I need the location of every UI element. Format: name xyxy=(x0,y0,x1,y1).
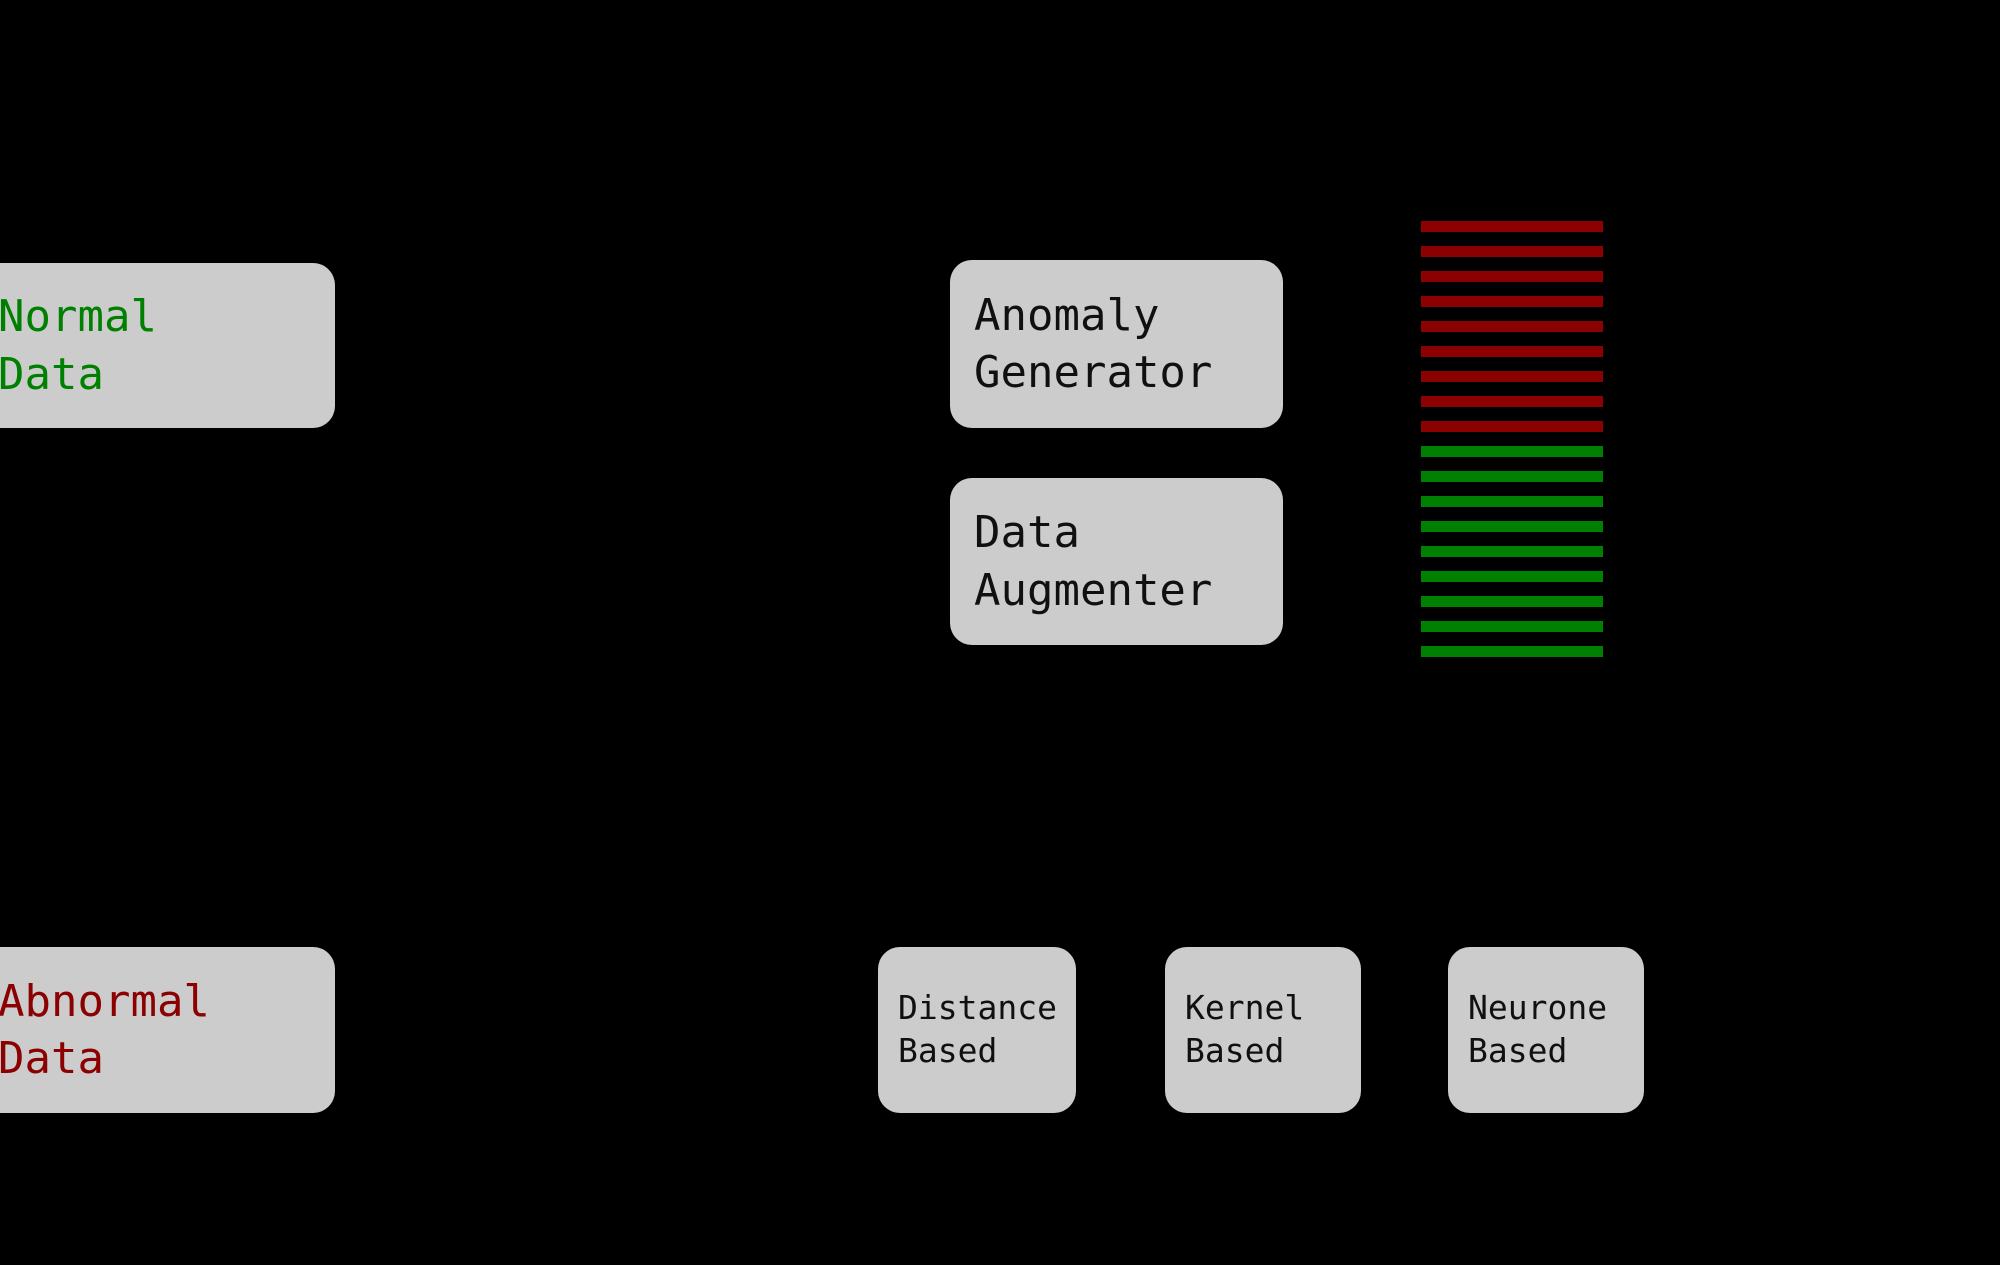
node-data-augmenter-line2: Augmenter xyxy=(974,564,1213,616)
dataset-stripe-abnormal xyxy=(1421,371,1603,382)
dataset-stripe-abnormal xyxy=(1421,296,1603,307)
node-normal-data[interactable]: Normal Data xyxy=(0,263,335,428)
node-kernel-based-line1: Kernel xyxy=(1185,988,1305,1028)
node-anomaly-generator-line2: Generator xyxy=(974,347,1213,398)
dataset-stripe-normal xyxy=(1421,546,1603,557)
dataset-stripe-abnormal xyxy=(1421,421,1603,432)
dataset-stripe-abnormal xyxy=(1421,246,1603,257)
dataset-stripe-abnormal xyxy=(1421,321,1603,332)
node-neurone-based-line2: Based xyxy=(1468,1031,1568,1070)
node-anomaly-generator[interactable]: Anomaly Generator xyxy=(950,260,1283,428)
dataset-stripe-normal xyxy=(1421,521,1603,532)
node-distance-based-line1: Distance xyxy=(898,988,1057,1028)
node-anomaly-generator-line1: Anomaly xyxy=(974,289,1160,341)
node-normal-data-line2: Data xyxy=(0,348,104,400)
node-abnormal-data-line1: Abnormal xyxy=(0,975,210,1027)
dataset-stripe-normal xyxy=(1421,621,1603,632)
dataset-stripe-normal xyxy=(1421,496,1603,507)
dataset-stripe-normal xyxy=(1421,471,1603,482)
dataset-stripe-normal xyxy=(1421,646,1603,657)
node-abnormal-data-line2: Data xyxy=(0,1033,104,1084)
dataset-stripe-abnormal xyxy=(1421,221,1603,232)
node-abnormal-data[interactable]: Abnormal Data xyxy=(0,947,335,1113)
node-kernel-based-line2: Based xyxy=(1185,1031,1285,1070)
node-distance-based-line2: Based xyxy=(898,1031,998,1070)
dataset-stripe-abnormal xyxy=(1421,271,1603,282)
node-neurone-based-line1: Neurone xyxy=(1468,988,1608,1028)
node-neurone-based[interactable]: Neurone Based xyxy=(1448,947,1644,1113)
dataset-stripe-normal xyxy=(1421,571,1603,582)
node-distance-based[interactable]: Distance Based xyxy=(878,947,1076,1113)
dataset-stripe-normal xyxy=(1421,446,1603,457)
node-data-augmenter[interactable]: Data Augmenter xyxy=(950,478,1283,645)
node-kernel-based[interactable]: Kernel Based xyxy=(1165,947,1361,1113)
node-normal-data-line1: Normal xyxy=(0,291,157,343)
dataset-stripe-abnormal xyxy=(1421,346,1603,357)
dataset-stripe-normal xyxy=(1421,596,1603,607)
dataset-stripe-abnormal xyxy=(1421,396,1603,407)
dataset-stripes-block xyxy=(1421,221,1603,681)
node-data-augmenter-line1: Data xyxy=(974,507,1080,559)
